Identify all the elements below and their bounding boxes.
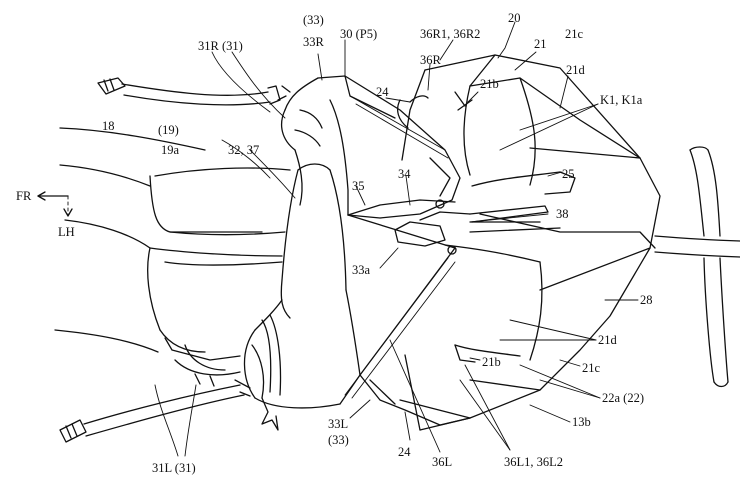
leader-lines [154, 21, 639, 457]
label-36R1-36R2: 36R1, 36R2 [420, 27, 480, 41]
lower-strap [59, 384, 245, 443]
label-24-top: 24 [376, 85, 389, 99]
label-25: 25 [562, 167, 575, 181]
label-33L: 33L [328, 417, 348, 431]
label-31R: 31R (31) [198, 39, 243, 53]
label-21c-top: 21c [565, 27, 584, 41]
label-28: 28 [640, 293, 653, 307]
seat-body [54, 127, 291, 387]
label-22a: 22a (22) [602, 391, 644, 405]
label-36L: 36L [432, 455, 452, 469]
label-21: 21 [534, 37, 547, 51]
label-LH: LH [58, 225, 75, 239]
airbag-33R [277, 75, 461, 219]
airbag-33L [234, 163, 456, 431]
label-33a: 33a [352, 263, 371, 277]
label-38: 38 [556, 207, 569, 221]
label-21d-top: 21d [566, 63, 586, 77]
label-19-paren: (19) [158, 123, 179, 137]
label-13b: 13b [572, 415, 591, 429]
label-36L1-36L2: 36L1, 36L2 [504, 455, 563, 469]
label-FR: FR [16, 189, 32, 203]
label-33-top: (33) [303, 13, 324, 27]
label-21b-top: 21b [480, 77, 499, 91]
label-33-bottom: (33) [328, 433, 349, 447]
label-K1-K1a: K1, K1a [600, 93, 643, 107]
label-32-37: 32, 37 [228, 143, 259, 157]
label-21c-bottom: 21c [582, 361, 601, 375]
housing-24 [359, 95, 471, 426]
label-18: 18 [102, 119, 115, 133]
label-33R: 33R [303, 35, 325, 49]
label-21d-bottom: 21d [598, 333, 618, 347]
direction-arrows [37, 191, 73, 217]
center-hardware [347, 199, 549, 255]
label-35: 35 [352, 179, 365, 193]
label-19a: 19a [161, 143, 180, 157]
housing-21 [399, 54, 661, 431]
label-24-bottom: 24 [398, 445, 411, 459]
label-36R: 36R [420, 53, 442, 67]
labels: (33) 33R 30 (P5) 36R1, 36R2 20 21 21c 31… [16, 11, 653, 475]
label-21b-bottom: 21b [482, 355, 501, 369]
bar-28 [654, 146, 740, 388]
upper-strap [97, 77, 281, 106]
label-34: 34 [398, 167, 411, 181]
label-20: 20 [508, 11, 521, 25]
label-30-P5: 30 (P5) [340, 27, 377, 41]
label-31L: 31L (31) [152, 461, 196, 475]
